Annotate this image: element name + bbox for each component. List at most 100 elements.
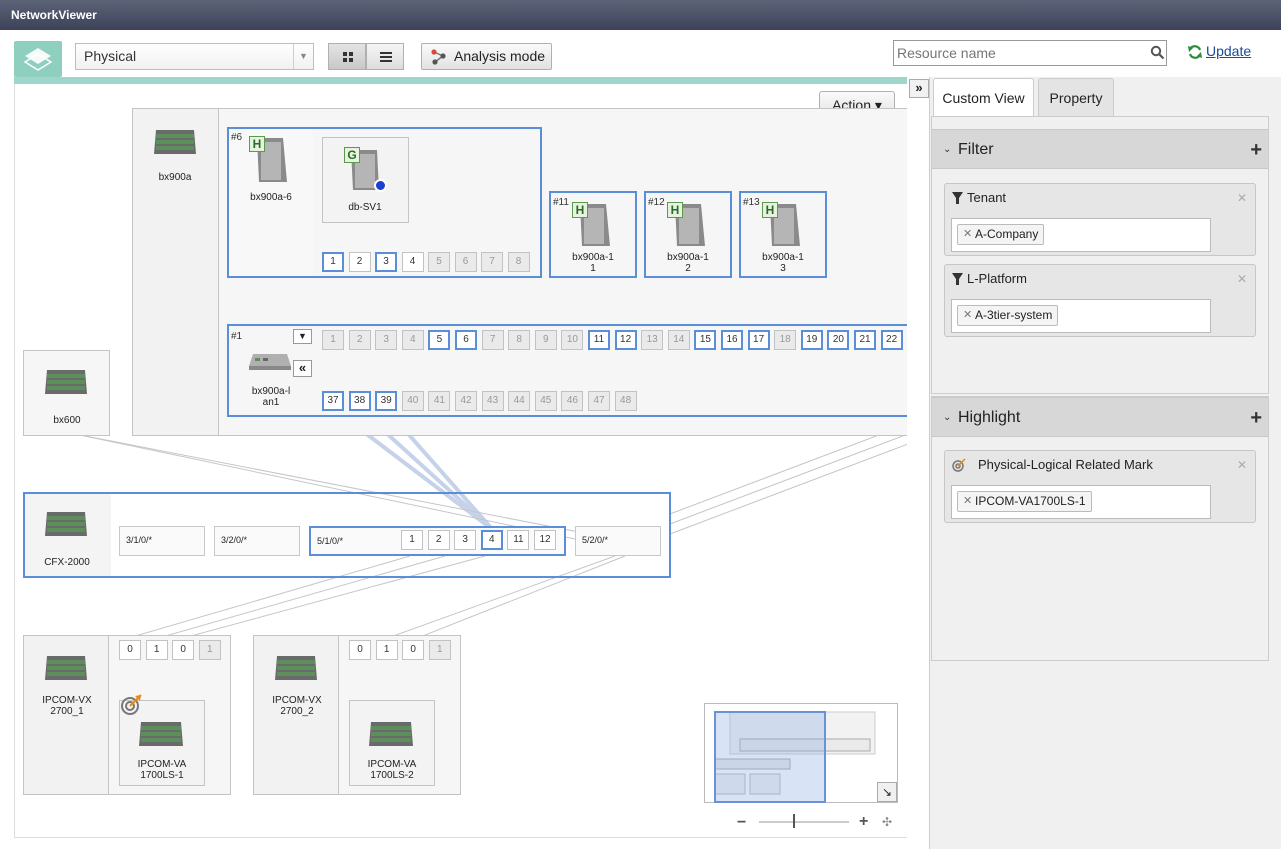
port[interactable]: 0 [119,640,141,660]
cfx-lane[interactable]: 5/2/0/* [575,526,661,556]
port[interactable]: 46 [561,391,584,411]
port[interactable]: 48 [614,391,637,411]
port[interactable]: 41 [428,391,451,411]
highlight-value-input[interactable]: ✕IPCOM-VA1700LS-1 [951,485,1211,519]
port[interactable]: 45 [534,391,557,411]
view-select[interactable]: Physical ▼ [75,43,314,70]
port[interactable]: 3 [454,530,477,550]
add-filter-icon[interactable]: + [1250,139,1262,161]
port[interactable]: 10 [561,330,584,350]
bx900a-12-group[interactable] [644,191,732,278]
port[interactable]: 1 [322,252,344,272]
analysis-mode-button[interactable]: Analysis mode [421,43,552,70]
port[interactable]: 2 [427,530,450,550]
port[interactable]: 7 [481,252,503,272]
filter-header[interactable]: ⌄ Filter + [932,129,1268,169]
chip-remove-icon[interactable]: ✕ [963,228,973,240]
port[interactable]: 0 [172,640,195,660]
collapse-ports-button[interactable]: « [293,360,312,377]
port[interactable]: 2 [348,252,371,272]
port[interactable]: 39 [375,391,398,411]
grid-view-button[interactable] [328,43,366,70]
bx900a-13-group[interactable] [739,191,827,278]
fit-icon[interactable]: ✣ [882,815,893,829]
port[interactable]: 3 [375,330,398,350]
chip-remove-icon[interactable]: ✕ [963,309,973,321]
zoom-in-icon[interactable]: + [859,813,869,830]
port[interactable]: 47 [588,391,610,411]
port[interactable]: 11 [507,530,530,550]
zoom-slider[interactable] [759,821,849,823]
chip-remove-icon[interactable]: ✕ [963,495,973,507]
filter-value-input[interactable]: ✕A-3tier-system [951,299,1211,333]
port[interactable]: 43 [481,391,504,411]
bx900a-lan1-group[interactable] [227,324,907,417]
port[interactable]: 4 [401,330,424,350]
add-highlight-icon[interactable]: + [1250,407,1262,429]
expand-button[interactable]: ▼ [293,329,312,344]
port[interactable]: 6 [454,252,477,272]
cfx-lane[interactable]: 3/2/0/* [214,526,300,556]
port[interactable]: 37 [322,391,344,411]
ipcom-va-2-node[interactable] [349,700,435,786]
port[interactable]: 40 [401,391,424,411]
port[interactable]: 21 [854,330,876,350]
port[interactable]: 0 [349,640,371,660]
zoom-slider-handle[interactable] [793,814,795,828]
port[interactable]: 1 [375,640,398,660]
port[interactable]: 18 [774,330,797,350]
minimap-preview [714,711,876,803]
port[interactable]: 13 [641,330,664,350]
filter-value-input[interactable]: ✕A-Company [951,218,1211,252]
highlight-header[interactable]: ⌄ Highlight + [932,397,1268,437]
port[interactable]: 1 [145,640,168,660]
bx900a-6-group[interactable] [227,127,542,278]
port[interactable]: 19 [800,330,823,350]
port[interactable]: 0 [402,640,425,660]
port[interactable]: 8 [507,252,530,272]
port[interactable]: 20 [827,330,850,350]
port[interactable]: 9 [534,330,557,350]
tab-property[interactable]: Property [1038,78,1114,116]
collapse-panel-button[interactable]: » [909,79,929,98]
port[interactable]: 12 [534,530,556,550]
port[interactable]: 17 [747,330,770,350]
port[interactable]: 2 [348,330,371,350]
port[interactable]: 14 [667,330,690,350]
port[interactable]: 15 [694,330,717,350]
list-view-button[interactable] [366,43,404,70]
port[interactable]: 5 [428,252,450,272]
port[interactable]: 1 [401,530,423,550]
port[interactable]: 44 [508,391,531,411]
minimap[interactable]: ↘ [704,703,898,803]
port[interactable]: 4 [401,252,424,272]
bx900a-11-group[interactable] [549,191,637,278]
port[interactable]: 5 [428,330,451,350]
resource-search-input[interactable] [893,40,1167,66]
zoom-out-icon[interactable]: − [737,814,747,831]
port[interactable]: 16 [721,330,743,350]
port[interactable]: 22 [880,330,903,350]
port[interactable]: 1 [198,640,221,660]
remove-filter-icon[interactable]: ✕ [1236,272,1247,286]
port[interactable]: 38 [348,391,371,411]
port[interactable]: 7 [481,330,504,350]
tab-custom-view[interactable]: Custom View [933,78,1034,116]
port[interactable]: 1 [322,330,344,350]
port[interactable]: 12 [614,330,637,350]
cfx2000-group[interactable] [23,492,671,578]
search-icon[interactable] [1150,45,1165,60]
port[interactable]: 4 [480,530,503,550]
port[interactable]: 6 [455,330,477,350]
port[interactable]: 11 [588,330,610,350]
minimap-toggle-icon[interactable]: ↘ [877,782,897,802]
update-link[interactable]: Update [1187,43,1251,59]
port[interactable]: 8 [508,330,531,350]
remove-filter-icon[interactable]: ✕ [1236,191,1247,205]
app-titlebar: NetworkViewer [0,0,1281,30]
remove-highlight-icon[interactable]: ✕ [1236,458,1247,472]
port[interactable]: 1 [428,640,451,660]
port[interactable]: 3 [375,252,397,272]
cfx-lane[interactable]: 3/1/0/* [119,526,205,556]
port[interactable]: 42 [455,391,477,411]
